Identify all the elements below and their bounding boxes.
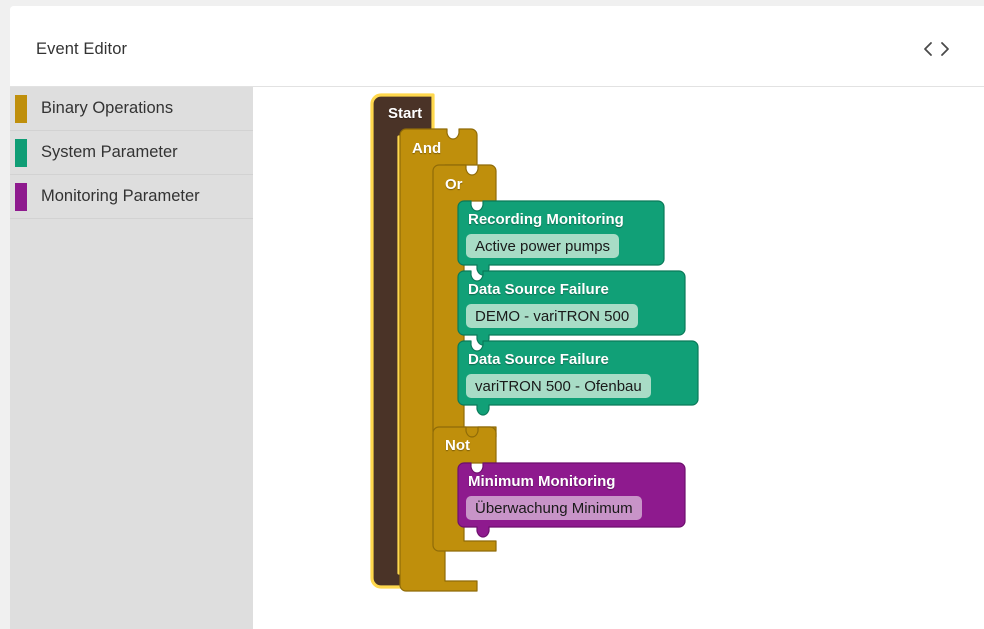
editor-body: Binary Operations System Parameter Monit… (10, 87, 984, 629)
sidebar-item-label: System Parameter (41, 143, 178, 161)
field-minimum-monitoring-value[interactable]: Überwachung Minimum (466, 496, 642, 520)
block-and-label: And (412, 140, 442, 157)
block-start-shape (370, 93, 435, 589)
sidebar-item-label: Monitoring Parameter (41, 187, 200, 205)
header-navigation (921, 39, 952, 59)
toolbox-sidebar: Binary Operations System Parameter Monit… (10, 87, 253, 629)
header-bar: Event Editor (10, 6, 984, 87)
category-color-swatch-system-parameter (15, 139, 27, 167)
app-window: Event Editor Binary Operations (10, 6, 984, 629)
sidebar-item-monitoring-parameter[interactable]: Monitoring Parameter (10, 175, 253, 219)
block-recording-monitoring-label: Recording Monitoring (468, 211, 624, 228)
block-data-source-failure-2-label: Data Source Failure (468, 351, 609, 368)
block-data-source-failure-1-label: Data Source Failure (468, 281, 609, 298)
field-recording-monitoring-value[interactable]: Active power pumps (466, 234, 620, 258)
sidebar-item-system-parameter[interactable]: System Parameter (10, 131, 253, 175)
chevron-left-icon[interactable] (921, 39, 936, 59)
category-color-swatch-monitoring-parameter (15, 183, 27, 211)
block-minimum-monitoring-label: Minimum Monitoring (468, 473, 616, 490)
sidebar-item-label: Binary Operations (41, 99, 174, 117)
block-not-shape (432, 426, 497, 552)
blockly-workspace[interactable]: Start And Or Recording Monitoring Active… (253, 87, 984, 629)
block-not-label: Not (445, 437, 470, 454)
field-data-source-failure-2-value[interactable]: variTRON 500 - Ofenbau (466, 374, 651, 398)
sidebar-item-binary-operations[interactable]: Binary Operations (10, 87, 253, 131)
page-title: Event Editor (36, 40, 128, 58)
category-color-swatch-binary-operations (15, 95, 27, 123)
chevron-right-icon[interactable] (937, 39, 952, 59)
block-shapes-canvas (370, 93, 699, 592)
block-or-label: Or (445, 176, 463, 193)
block-start-label: Start (388, 105, 423, 122)
field-data-source-failure-1-value[interactable]: DEMO - variTRON 500 (466, 304, 639, 328)
